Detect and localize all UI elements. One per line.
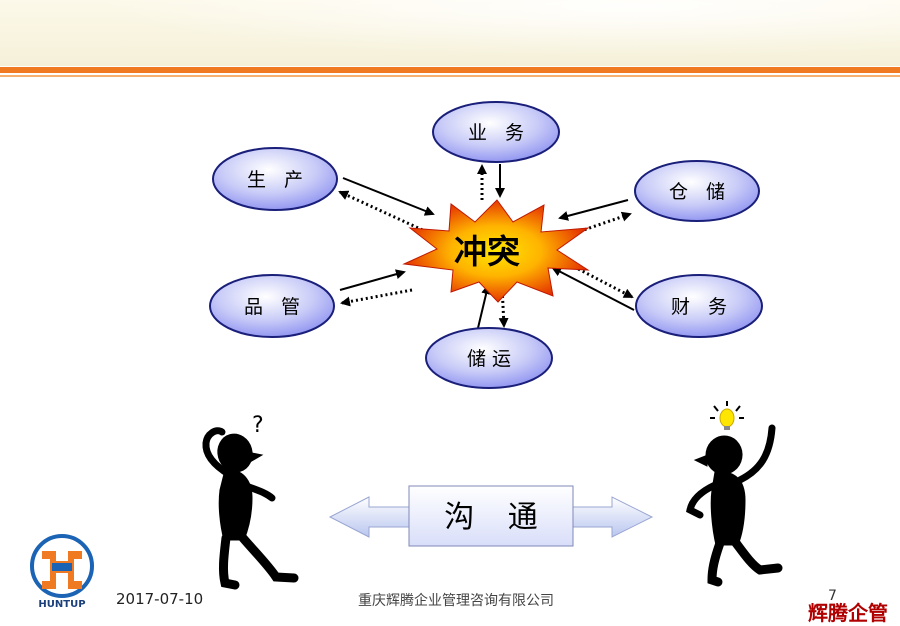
header-orange-rule bbox=[0, 67, 900, 73]
arrow-shengchan-solid bbox=[342, 177, 435, 216]
node-label-chuyun: 储运 bbox=[467, 348, 517, 370]
conflict-arrows bbox=[338, 164, 635, 329]
arrow-caiwu-solid bbox=[551, 267, 635, 311]
node-cangchu: 仓 储 bbox=[634, 160, 760, 222]
footer-company: 重庆辉腾企业管理咨询有限公司 bbox=[358, 593, 554, 609]
communication-arrow: 沟 通 bbox=[328, 485, 654, 547]
node-yewu: 业 务 bbox=[432, 101, 560, 163]
question-mark-icon: ? bbox=[252, 413, 264, 438]
huntup-logo: HUNTUP bbox=[30, 534, 94, 610]
arrow-shengchan-dotted bbox=[338, 190, 428, 234]
header-glow bbox=[0, 0, 900, 66]
brand-mark: 辉腾企管 bbox=[808, 601, 888, 625]
node-pinguan: 品 管 bbox=[209, 274, 335, 338]
node-label-yewu: 业 务 bbox=[468, 122, 530, 144]
arrow-pinguan-dotted bbox=[340, 288, 413, 307]
arrow-chuyun-solid bbox=[477, 284, 492, 329]
conflict-burst: 冲突 bbox=[402, 199, 590, 303]
header-orange-subrule bbox=[0, 75, 900, 77]
page-number: 7 bbox=[828, 588, 837, 604]
node-label-caiwu: 财 务 bbox=[671, 296, 733, 318]
center-label: 冲突 bbox=[454, 232, 520, 271]
footer-date: 2017-07-10 bbox=[116, 590, 204, 608]
arrow-cangchu-solid bbox=[558, 199, 629, 221]
lightbulb-icon bbox=[710, 401, 744, 430]
node-label-pinguan: 品 管 bbox=[244, 296, 306, 318]
node-shengchan: 生 产 bbox=[212, 147, 338, 211]
arrow-pinguan-solid bbox=[339, 269, 406, 291]
communication-label: 沟 通 bbox=[444, 500, 550, 535]
node-caiwu: 财 务 bbox=[635, 274, 763, 338]
node-chuyun: 储运 bbox=[425, 327, 553, 389]
confused-figure: ? bbox=[202, 413, 299, 590]
node-label-cangchu: 仓 储 bbox=[669, 181, 731, 203]
node-label-shengchan: 生 产 bbox=[247, 169, 309, 191]
idea-figure bbox=[686, 401, 783, 587]
logo-text: HUNTUP bbox=[38, 599, 85, 610]
